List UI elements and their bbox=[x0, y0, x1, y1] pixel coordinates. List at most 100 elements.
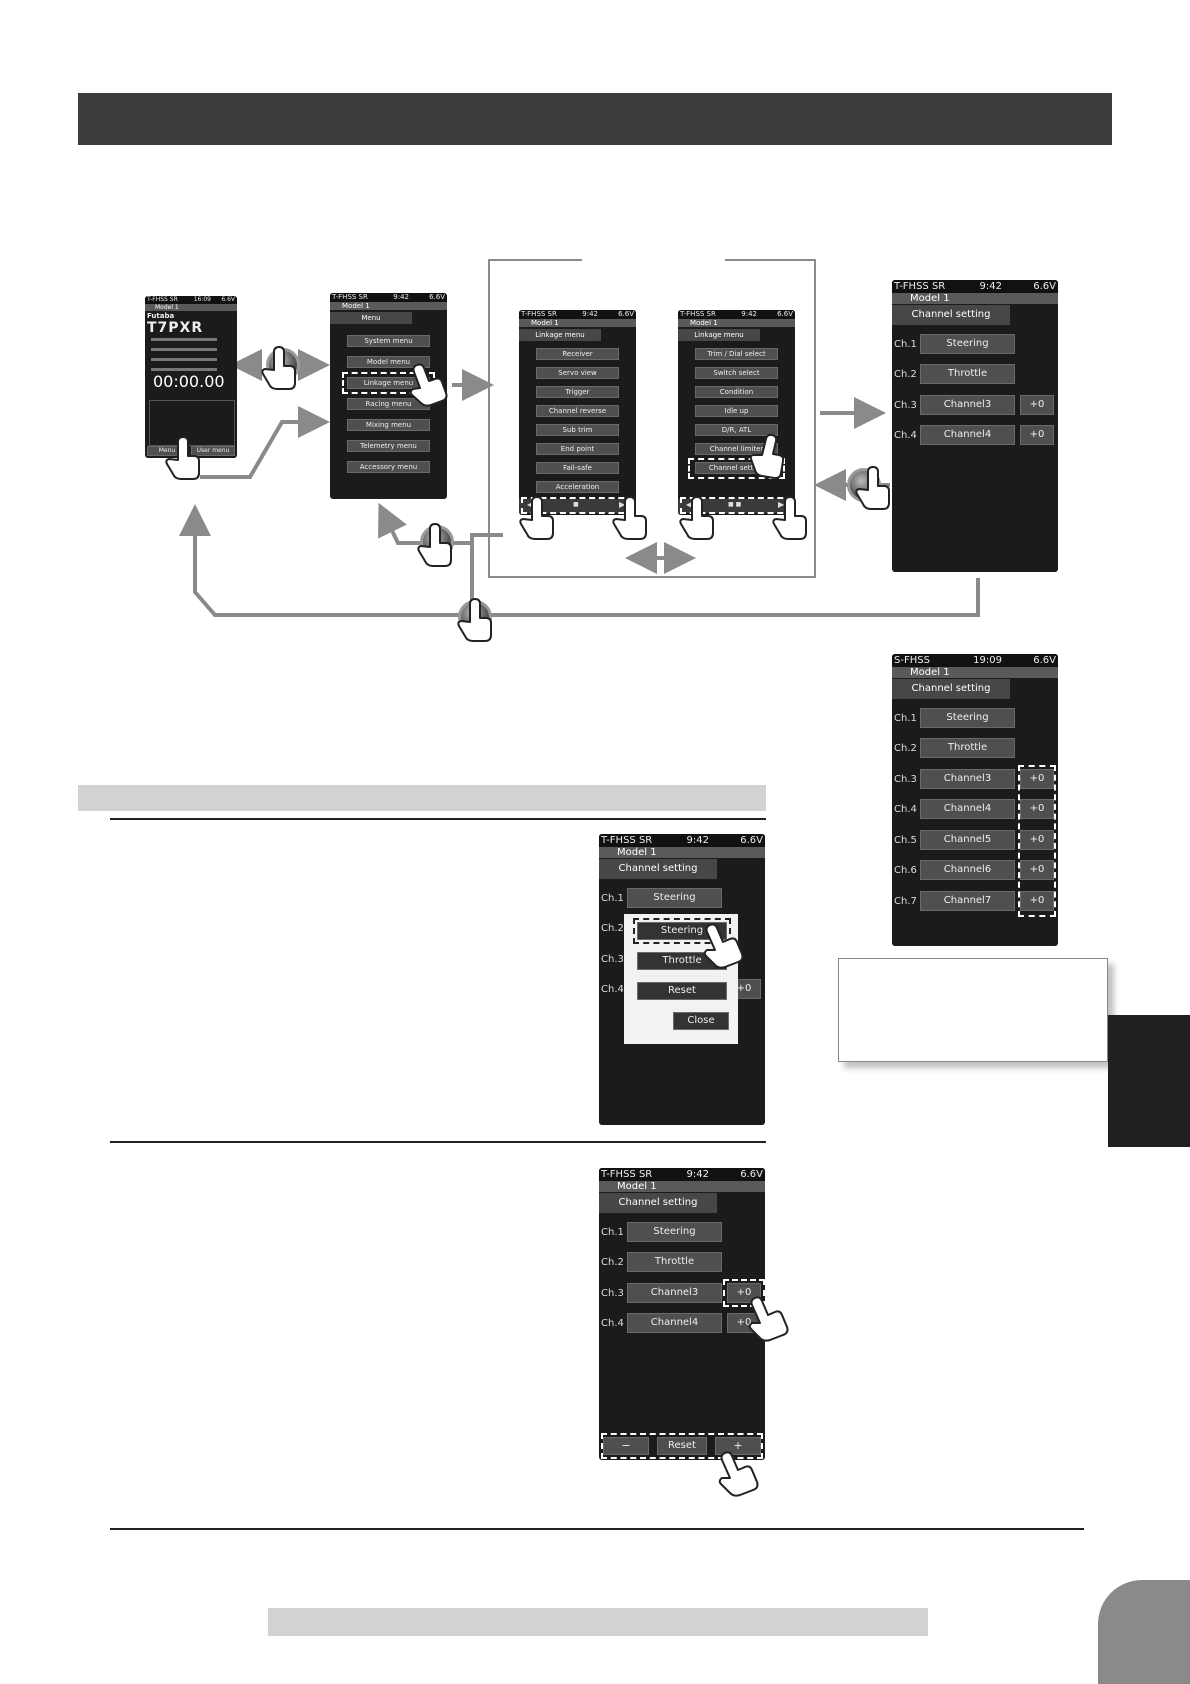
mixing-menu-button[interactable]: Mixing menu bbox=[347, 419, 430, 431]
ch1-function-button[interactable]: Steering bbox=[920, 334, 1015, 354]
highlight-frame bbox=[633, 918, 731, 944]
screen-title: Channel setting bbox=[599, 1193, 717, 1213]
function-list bbox=[149, 400, 235, 446]
fail-safe-button[interactable]: Fail-safe bbox=[536, 462, 619, 474]
screen-menu: T-FHSS SR 9:42 6.6V Model 1 Menu System … bbox=[330, 293, 447, 499]
ch4-trim-value[interactable]: +0 bbox=[1020, 425, 1054, 445]
ch3-function-button[interactable]: Channel3 bbox=[627, 1283, 722, 1303]
sub-trim-button[interactable]: Sub trim bbox=[536, 424, 619, 436]
page-next-button[interactable]: ▶ bbox=[778, 500, 785, 509]
model-name: Model 1 bbox=[599, 1181, 765, 1192]
channel-label: Ch.1 bbox=[894, 713, 917, 724]
channel-label: Ch.3 bbox=[601, 1288, 624, 1299]
pointer-hand-icon bbox=[409, 363, 448, 407]
channel-limiter-button[interactable]: Channel limiter bbox=[695, 443, 778, 455]
channel-label: Ch.3 bbox=[601, 954, 624, 965]
page-prev-button[interactable]: ◀ bbox=[686, 500, 693, 509]
screen-title: Channel setting bbox=[892, 305, 1010, 325]
trim-bar bbox=[151, 348, 217, 351]
pointer-hand-icon bbox=[417, 523, 452, 567]
page-number-tab bbox=[1098, 1580, 1190, 1684]
dr-atl-button[interactable]: D/R, ATL bbox=[695, 424, 778, 436]
condition-button[interactable]: Condition bbox=[695, 386, 778, 398]
model-name: Model 1 bbox=[519, 319, 636, 327]
steering-option[interactable]: Steering bbox=[637, 922, 727, 940]
pointer-hand-icon bbox=[519, 496, 554, 540]
pointer-hand-icon bbox=[261, 346, 296, 390]
reset-button[interactable]: Reset bbox=[657, 1437, 707, 1455]
decrease-button[interactable]: − bbox=[603, 1437, 649, 1455]
system-menu-button[interactable]: System menu bbox=[347, 335, 430, 347]
highlight-frame bbox=[1018, 765, 1056, 917]
ch7-function-button[interactable]: Channel7 bbox=[920, 891, 1015, 911]
note-box bbox=[838, 958, 1108, 1062]
channel-label: Ch.3 bbox=[894, 400, 917, 411]
pointer-hand-icon bbox=[165, 436, 200, 480]
increase-button[interactable]: + bbox=[715, 1437, 761, 1455]
ch6-trim-value[interactable]: +0 bbox=[1020, 860, 1054, 880]
page-indicator: ■ ■ bbox=[728, 501, 742, 508]
ch2-function-button[interactable]: Throttle bbox=[920, 364, 1015, 384]
end-point-button[interactable]: End point bbox=[536, 443, 619, 455]
ch4-function-button[interactable]: Channel4 bbox=[920, 425, 1015, 445]
user-menu-button[interactable]: User menu bbox=[191, 446, 235, 456]
channel-reverse-button[interactable]: Channel reverse bbox=[536, 405, 619, 417]
pointer-hand-icon bbox=[748, 1296, 789, 1342]
ch3-trim-value[interactable]: +0 bbox=[1020, 769, 1054, 789]
model-name: Model 1 bbox=[599, 847, 765, 858]
channel-label: Ch.2 bbox=[601, 1257, 624, 1268]
ch2-function-button[interactable]: Throttle bbox=[627, 1252, 722, 1272]
status-bar: S-FHSS 19:09 6.6V bbox=[892, 654, 1058, 667]
trim-dial-select-button[interactable]: Trim / Dial select bbox=[695, 348, 778, 360]
ch1-function-button[interactable]: Steering bbox=[920, 708, 1015, 728]
channel-label: Ch.1 bbox=[601, 1227, 624, 1238]
ch3-function-button[interactable]: Channel3 bbox=[920, 769, 1015, 789]
channel-label: Ch.2 bbox=[894, 743, 917, 754]
pointer-hand-icon bbox=[703, 923, 744, 969]
pointer-hand-icon bbox=[612, 496, 647, 540]
ch4-trim-value[interactable]: +0 bbox=[1020, 799, 1054, 819]
servo-view-button[interactable]: Servo view bbox=[536, 367, 619, 379]
model-menu-button[interactable]: Model menu bbox=[347, 356, 430, 368]
ch5-function-button[interactable]: Channel5 bbox=[920, 830, 1015, 850]
switch-select-button[interactable]: Switch select bbox=[695, 367, 778, 379]
trim-bar bbox=[151, 338, 217, 341]
channel-label: Ch.4 bbox=[894, 430, 917, 441]
acceleration-button[interactable]: Acceleration bbox=[536, 481, 619, 493]
ch2-function-button[interactable]: Throttle bbox=[920, 738, 1015, 758]
accessory-menu-button[interactable]: Accessory menu bbox=[347, 461, 430, 473]
highlight-frame bbox=[723, 1279, 765, 1307]
channel-label: Ch.3 bbox=[894, 774, 917, 785]
ch1-function-button[interactable]: Steering bbox=[627, 888, 722, 908]
ch7-trim-value[interactable]: +0 bbox=[1020, 891, 1054, 911]
page-next-button[interactable]: ▶ bbox=[619, 500, 626, 509]
screen-linkage-page2: T-FHSS SR 9:42 6.6V Model 1 Linkage menu… bbox=[678, 310, 795, 515]
ch4-function-button[interactable]: Channel4 bbox=[920, 799, 1015, 819]
ch3-trim-value[interactable]: +0 bbox=[1020, 395, 1054, 415]
ch4-function-button[interactable]: Channel4 bbox=[627, 1313, 722, 1333]
telemetry-menu-button[interactable]: Telemetry menu bbox=[347, 440, 430, 452]
idle-up-button[interactable]: Idle up bbox=[695, 405, 778, 417]
trigger-button[interactable]: Trigger bbox=[536, 386, 619, 398]
page-prev-button[interactable]: ◀ bbox=[527, 500, 534, 509]
channel-label: Ch.1 bbox=[894, 339, 917, 350]
receiver-button[interactable]: Receiver bbox=[536, 348, 619, 360]
channel-label: Ch.6 bbox=[894, 865, 917, 876]
ch5-trim-value[interactable]: +0 bbox=[1020, 830, 1054, 850]
screen-channel-setting: T-FHSS SR 9:42 6.6V Model 1 Channel sett… bbox=[892, 280, 1058, 572]
reset-option[interactable]: Reset bbox=[637, 982, 727, 1000]
channel-label: Ch.7 bbox=[894, 896, 917, 907]
ch6-function-button[interactable]: Channel6 bbox=[920, 860, 1015, 880]
close-button[interactable]: Close bbox=[673, 1012, 729, 1030]
pointer-hand-icon bbox=[855, 466, 890, 510]
divider-line bbox=[110, 818, 766, 820]
pointer-hand-icon bbox=[749, 433, 785, 480]
ch1-function-button[interactable]: Steering bbox=[627, 1222, 722, 1242]
status-bar: T-FHSS SR 9:42 6.6V bbox=[599, 1168, 765, 1181]
linkage-menu-button[interactable]: Linkage menu bbox=[347, 377, 430, 389]
status-bar: T-FHSS SR 9:42 6.6V bbox=[519, 310, 636, 319]
status-bar: T-FHSS SR 9:42 6.6V bbox=[599, 834, 765, 847]
highlight-frame bbox=[688, 458, 785, 479]
ch3-function-button[interactable]: Channel3 bbox=[920, 395, 1015, 415]
ch3-trim-value[interactable]: +0 bbox=[727, 1283, 761, 1303]
